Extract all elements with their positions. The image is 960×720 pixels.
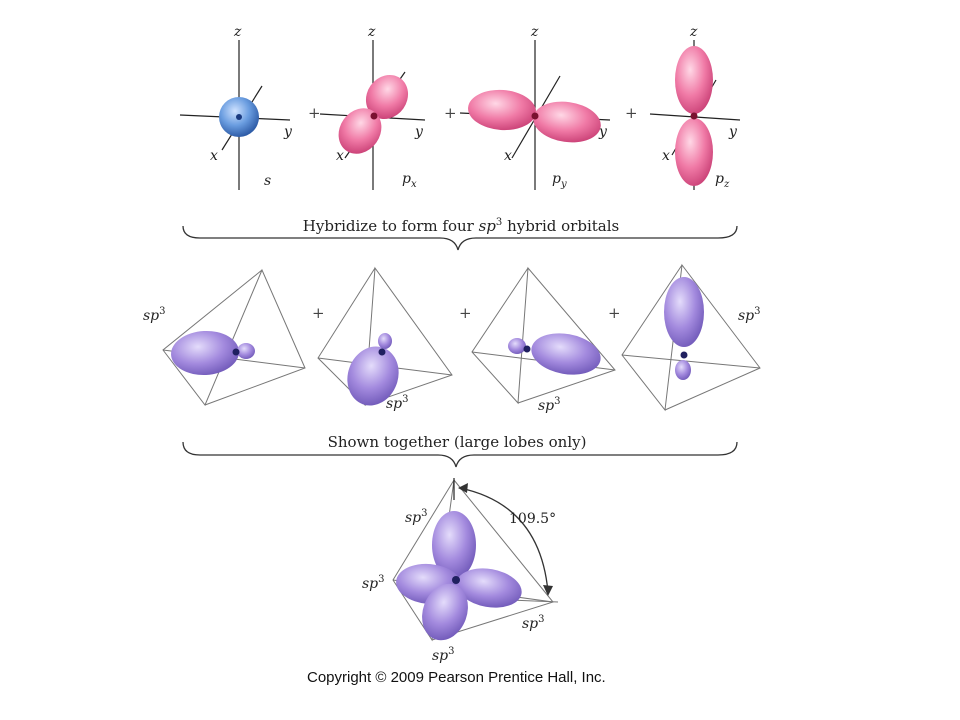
y-axis-label: y [598, 124, 608, 140]
nucleus [531, 112, 539, 120]
hybridize-brace [182, 225, 738, 251]
nucleus [523, 345, 531, 353]
sp3-label: sp3 [386, 394, 409, 412]
plus-sign: + [444, 104, 457, 122]
plus-sign: + [312, 304, 325, 322]
hybridize-caption: Hybridize to form four sp3 hybrid orbita… [303, 217, 619, 235]
arrowhead-icon [543, 585, 553, 596]
nucleus [370, 112, 378, 120]
x-axis-label: x [504, 148, 512, 164]
x-axis-label: x [336, 148, 344, 164]
z-axis-label: z [233, 24, 242, 40]
px-orbital-panel: z y x px [319, 24, 426, 190]
sp3-label: sp3 [362, 574, 385, 592]
py-orbital-label: py [552, 171, 567, 190]
s-orbital-panel: z y x s [179, 24, 293, 190]
y-axis-label: y [414, 124, 424, 140]
z-axis-label: z [367, 24, 376, 40]
hybrid-orbital-panel-3: sp3 [471, 266, 616, 414]
y-axis-label: y [728, 124, 738, 140]
bond-angle-arc [459, 487, 549, 593]
s-orbital-label: s [264, 173, 271, 189]
x-axis-label: x [210, 148, 218, 164]
z-axis-label: z [530, 24, 539, 40]
combined-sp3-panel: 109.5° sp3 sp3 sp3 sp3 [362, 478, 559, 664]
nucleus [236, 114, 242, 120]
sp3-label: sp3 [405, 508, 428, 526]
shown-together-caption: Shown together (large lobes only) [328, 433, 587, 451]
sp3-label: sp3 [538, 396, 561, 414]
nucleus [378, 348, 386, 356]
sp3-label: sp3 [522, 614, 545, 632]
y-axis-label: y [283, 124, 293, 140]
copyright-notice: Copyright © 2009 Pearson Prentice Hall, … [307, 669, 606, 686]
hybrid-orbital-panel-4: sp3 [621, 263, 761, 412]
nucleus [452, 576, 460, 584]
hybrid-orbital-panel-1: sp3 [143, 268, 306, 406]
sp3-label: sp3 [738, 306, 761, 324]
sp3-label: sp3 [432, 646, 455, 664]
pz-orbital-label: pz [715, 171, 730, 190]
nucleus [232, 348, 240, 356]
nucleus [680, 351, 688, 359]
plus-sign: + [625, 104, 638, 122]
hybrid-orbital-panel-2: sp3 [317, 266, 453, 412]
shown-together-brace [182, 441, 738, 468]
bond-angle-label: 109.5° [509, 511, 556, 527]
nucleus [690, 112, 698, 120]
px-orbital-label: px [402, 171, 417, 190]
sp3-label: sp3 [143, 306, 166, 324]
plus-sign: + [459, 304, 472, 322]
plus-sign: + [608, 304, 621, 322]
pz-orbital-panel: z y x pz [649, 24, 741, 190]
plus-sign: + [308, 104, 321, 122]
arrowhead-icon [458, 483, 468, 493]
z-axis-label: z [689, 24, 698, 40]
x-axis-label: x [662, 148, 670, 164]
py-orbital-panel: z y x py [459, 24, 611, 190]
